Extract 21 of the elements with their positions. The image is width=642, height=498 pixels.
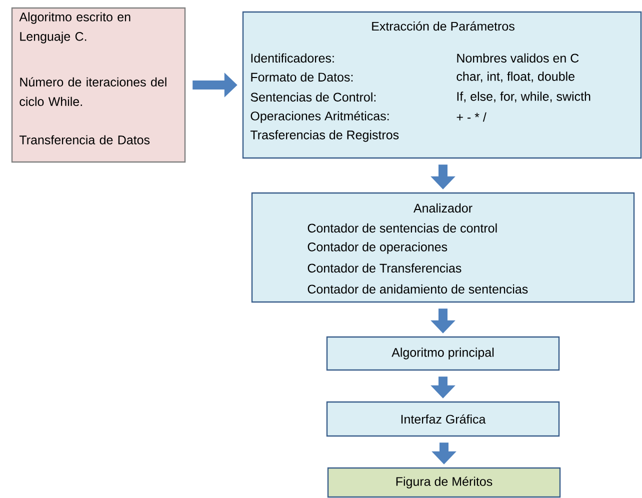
- box-text: Contador de anidamiento de sentencias: [308, 284, 528, 294]
- box-text: Contador de Transferencias: [308, 263, 462, 273]
- box-text: Nombres validos en C: [457, 53, 579, 63]
- box-text: Interfaz Gráfica: [401, 414, 486, 424]
- box-text: Algoritmo principal: [392, 348, 494, 360]
- box-text: Transferencia de Datos: [19, 135, 150, 144]
- box-text: Trasferencias de Registros: [250, 130, 399, 142]
- box-text: Formato de Datos:: [251, 72, 353, 82]
- box-text: + - * /: [456, 112, 486, 122]
- box-text: Operaciones Aritméticas:: [250, 111, 389, 123]
- box-text: Identificadores:: [251, 53, 334, 63]
- box-text: Número de iteraciones del ciclo While.: [20, 77, 166, 106]
- box-text: Contador de operaciones: [308, 242, 448, 254]
- box-text: Extracción de Parámetros: [372, 21, 514, 31]
- box-text: Algoritmo escrito en Lenguaje C.: [19, 12, 130, 44]
- box-text: Contador de sentencias de control: [308, 223, 497, 233]
- box-text: If, else, for, while, swicth: [457, 92, 590, 102]
- box-text: char, int, float, double: [456, 72, 574, 82]
- box-text: Analizador: [414, 203, 472, 213]
- box-text: Figura de Méritos: [396, 476, 492, 488]
- box-text: Sentencias de Control:: [250, 92, 376, 102]
